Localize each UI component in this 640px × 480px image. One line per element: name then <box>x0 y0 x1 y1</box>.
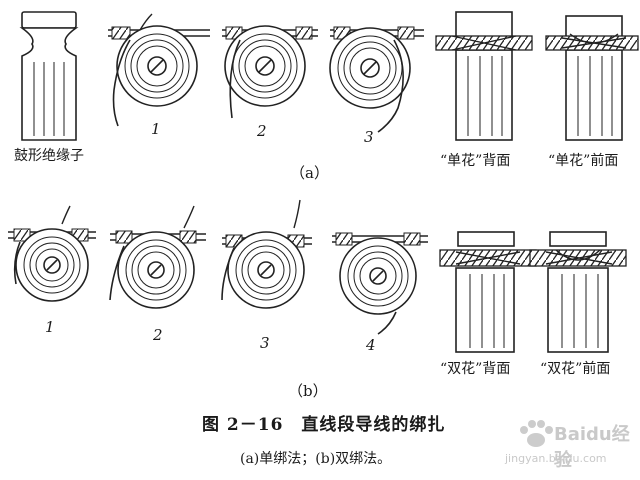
step-a3-top-view <box>329 26 424 133</box>
single-binding-front-view <box>545 15 639 141</box>
insulator-caption: 鼓形绝缘子 <box>14 148 84 164</box>
step-a1-top-view <box>108 13 210 127</box>
step-b4-number: 4 <box>366 336 376 354</box>
double-binding-front-view <box>529 231 627 353</box>
single-back-caption: “单花”背面 <box>440 153 511 169</box>
single-binding-back-view <box>435 11 533 141</box>
drum-insulator-side-view <box>19 11 79 141</box>
single-front-caption: “单花”前面 <box>548 153 619 169</box>
step-b2-number: 2 <box>153 326 163 344</box>
watermark-paw-icon <box>520 420 553 447</box>
step-a1-number: 1 <box>151 120 161 138</box>
step-b3-top-view <box>221 199 312 309</box>
step-b2-top-view <box>109 205 206 309</box>
step-b1-number: 1 <box>45 318 55 336</box>
figure-caption: (a)单绑法；(b)双绑法。 <box>240 451 392 467</box>
double-back-caption: “双花”背面 <box>440 361 511 377</box>
watermark-brand: Baidu经验 <box>554 424 630 471</box>
row-b-label: （b） <box>288 382 328 400</box>
row-a-label: （a） <box>290 164 329 182</box>
double-front-caption: “双花”前面 <box>540 361 611 377</box>
double-binding-back-view <box>439 231 537 353</box>
watermark-url: jingyan.baidu.com <box>505 452 607 465</box>
step-a2-number: 2 <box>257 122 267 140</box>
step-a2-top-view <box>222 25 318 119</box>
step-a3-number: 3 <box>364 128 374 146</box>
figure-title: 图 2－16 直线段导线的绑扎 <box>202 415 446 435</box>
step-b3-number: 3 <box>260 334 270 352</box>
step-b1-top-view <box>8 205 96 302</box>
step-b4-top-view <box>332 232 428 335</box>
